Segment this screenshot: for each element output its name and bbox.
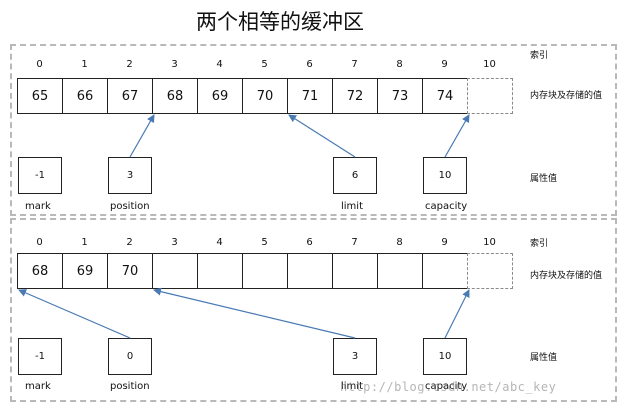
index-label: 2 <box>126 59 133 70</box>
attr-box-position: 0 <box>108 338 152 375</box>
index-label: 5 <box>261 59 268 70</box>
buffer-cell <box>422 253 468 289</box>
attr-box-capacity: 10 <box>423 338 467 375</box>
buffer-cell: 71 <box>287 78 333 114</box>
attr-box-mark: -1 <box>18 338 62 375</box>
index-label: 7 <box>351 59 358 70</box>
buffer-cell: 70 <box>107 253 153 289</box>
index-label: 1 <box>81 237 88 248</box>
index-label: 0 <box>36 59 43 70</box>
buffer-cell: 70 <box>242 78 288 114</box>
index-label: 10 <box>483 237 496 248</box>
buffer-panel-1 <box>10 44 617 216</box>
legend-stored: 内存块及存储的值 <box>530 91 603 101</box>
buffer-cell <box>377 253 423 289</box>
index-label: 9 <box>441 59 448 70</box>
index-label: 1 <box>81 59 88 70</box>
attr-label-mark: mark <box>25 381 51 392</box>
attr-box-limit: 3 <box>333 338 377 375</box>
buffer-cell: 66 <box>62 78 108 114</box>
legend-stored: 内存块及存储的值 <box>530 271 603 281</box>
buffer-panel-2 <box>10 218 617 402</box>
legend-attr: 属性值 <box>530 353 558 363</box>
index-label: 6 <box>306 237 313 248</box>
index-label: 4 <box>216 59 223 70</box>
index-label: 0 <box>36 237 43 248</box>
index-label: 7 <box>351 237 358 248</box>
legend-index: 索引 <box>530 51 549 61</box>
attr-box-limit: 6 <box>333 157 377 194</box>
index-label: 10 <box>483 59 496 70</box>
index-label: 5 <box>261 237 268 248</box>
buffer-cell <box>152 253 198 289</box>
buffer-cell <box>332 253 378 289</box>
index-label: 6 <box>306 59 313 70</box>
index-label: 4 <box>216 237 223 248</box>
index-label: 8 <box>396 59 403 70</box>
diagram-title: 两个相等的缓冲区 <box>196 10 364 34</box>
buffer-cell: 68 <box>17 253 63 289</box>
buffer-cell <box>287 253 333 289</box>
buffer-cell: 72 <box>332 78 378 114</box>
attr-label-limit: limit <box>341 201 363 212</box>
buffer-cell <box>467 78 513 114</box>
buffer-cell: 69 <box>62 253 108 289</box>
attr-label-limit: limit <box>341 381 363 392</box>
attr-label-capacity: capacity <box>425 381 468 392</box>
attr-label-position: position <box>110 201 150 212</box>
buffer-cell: 68 <box>152 78 198 114</box>
attr-box-position: 3 <box>108 157 152 194</box>
buffer-cell: 69 <box>197 78 243 114</box>
attr-label-mark: mark <box>25 201 51 212</box>
legend-attr: 属性值 <box>530 174 558 184</box>
buffer-cell: 67 <box>107 78 153 114</box>
legend-index: 索引 <box>530 239 549 249</box>
index-label: 9 <box>441 237 448 248</box>
watermark: http://blog.csdn.net/abc_key <box>340 380 557 394</box>
index-label: 2 <box>126 237 133 248</box>
attr-label-position: position <box>110 381 150 392</box>
attr-box-capacity: 10 <box>423 157 467 194</box>
attr-label-capacity: capacity <box>425 201 468 212</box>
buffer-cell <box>197 253 243 289</box>
buffer-cell <box>467 253 513 289</box>
buffer-cell: 74 <box>422 78 468 114</box>
index-label: 3 <box>171 237 178 248</box>
attr-box-mark: -1 <box>18 157 62 194</box>
buffer-cell: 73 <box>377 78 423 114</box>
buffer-cell: 65 <box>17 78 63 114</box>
buffer-cell <box>242 253 288 289</box>
index-label: 3 <box>171 59 178 70</box>
index-label: 8 <box>396 237 403 248</box>
